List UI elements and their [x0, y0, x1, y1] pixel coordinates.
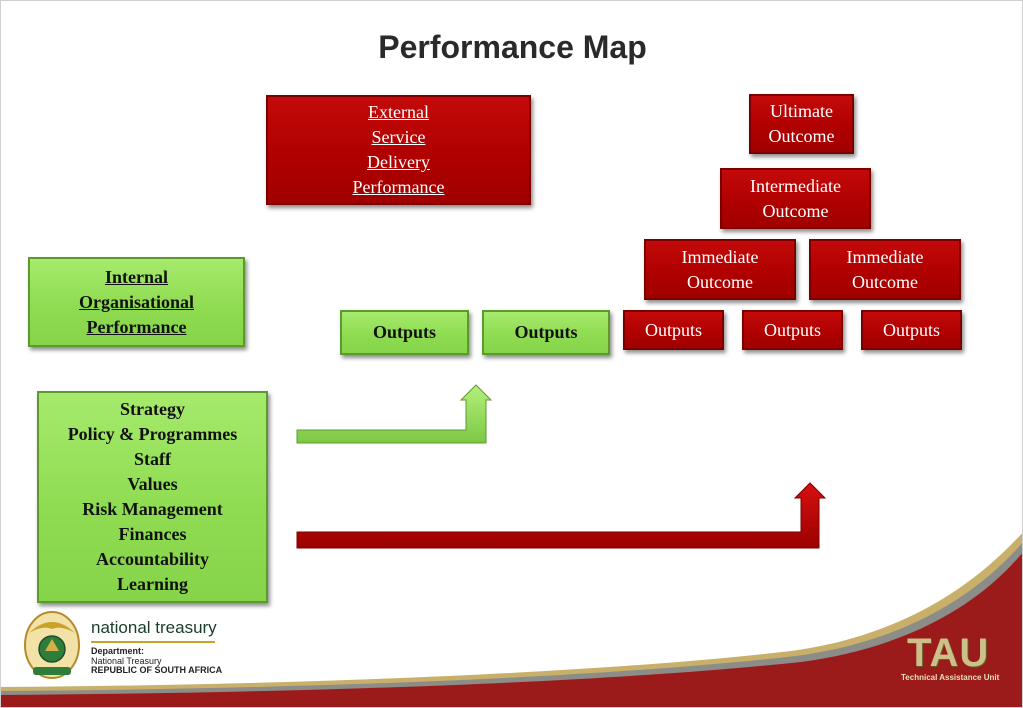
- outputs-box-red: Outputs: [623, 310, 724, 350]
- box-line: Outputs: [882, 319, 940, 340]
- box-line: Immediate: [846, 246, 924, 267]
- box-line: Outputs: [763, 319, 821, 340]
- driver-item: Values: [127, 474, 178, 494]
- tau-subtitle: Technical Assistance Unit: [901, 673, 1000, 682]
- outputs-box-green: Outputs: [340, 310, 469, 355]
- box-line: Outcome: [768, 126, 835, 146]
- coat-of-arms-icon: [24, 611, 80, 679]
- outputs-box-red: Outputs: [742, 310, 843, 350]
- page-title: Performance Map: [378, 29, 647, 65]
- box-line: Immediate: [681, 246, 759, 267]
- box-line: Performance: [86, 316, 187, 337]
- box-line: Outputs: [514, 322, 578, 342]
- driver-item: Risk Management: [82, 499, 223, 519]
- department-name: National Treasury: [91, 656, 162, 666]
- box-line: Outputs: [644, 319, 702, 340]
- box-line: Outcome: [687, 271, 753, 292]
- external-performance-box: External Service Delivery Performance: [266, 95, 531, 205]
- tau-logo: TAU: [907, 631, 990, 675]
- outputs-box-green: Outputs: [482, 310, 610, 355]
- box-line: Performance: [352, 177, 445, 197]
- driver-item: Finances: [118, 524, 187, 544]
- box-line: Delivery: [367, 152, 430, 172]
- box-line: Ultimate: [770, 101, 833, 121]
- box-line: Service: [371, 127, 426, 147]
- box-line: Outcome: [762, 200, 829, 221]
- driver-item: Policy & Programmes: [67, 424, 238, 444]
- drivers-box: Strategy Policy & Programmes Staff Value…: [37, 391, 268, 603]
- red-bent-arrow: [296, 482, 827, 549]
- box-line: Outcome: [852, 271, 918, 292]
- immediate-outcome-box: Immediate Outcome: [644, 239, 796, 300]
- box-line: Internal: [105, 266, 168, 287]
- box-line: Intermediate: [750, 175, 841, 196]
- driver-item: Staff: [134, 449, 171, 469]
- internal-performance-box: Internal Organisational Performance: [28, 257, 245, 347]
- driver-item: Learning: [116, 574, 188, 594]
- box-line: External: [368, 102, 429, 122]
- driver-item: Strategy: [120, 399, 185, 419]
- national-treasury-name: national treasury: [91, 618, 217, 637]
- immediate-outcome-box: Immediate Outcome: [809, 239, 961, 300]
- driver-item: Accountability: [95, 549, 209, 569]
- intermediate-outcome-box: Intermediate Outcome: [720, 168, 871, 229]
- department-label: Department:: [91, 646, 145, 656]
- country-name: REPUBLIC OF SOUTH AFRICA: [91, 665, 223, 675]
- box-line: Organisational: [78, 291, 194, 312]
- green-bent-arrow: [296, 384, 493, 444]
- ultimate-outcome-box: Ultimate Outcome: [749, 94, 854, 154]
- divider: [91, 641, 215, 643]
- outputs-box-red: Outputs: [861, 310, 962, 350]
- box-line: Outputs: [372, 322, 437, 342]
